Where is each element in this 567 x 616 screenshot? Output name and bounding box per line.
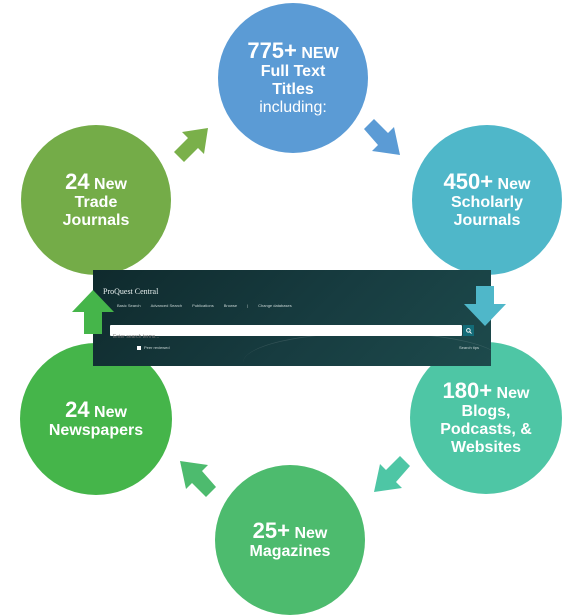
newspapers-count: 24 [65, 396, 90, 422]
peer-reviewed-checkbox[interactable] [137, 345, 141, 350]
blogs-line3: Websites [451, 439, 521, 457]
magazines-new: New [294, 524, 328, 542]
circle-blogs-podcasts: 180+ New Blogs, Podcasts, & Websites [410, 342, 562, 494]
newspapers-line1: Newspapers [48, 422, 144, 440]
trade-line2: Journals [62, 212, 130, 230]
newspapers-new: New [94, 403, 127, 421]
trade-new: New [94, 175, 127, 193]
nav-browse[interactable]: Browse [223, 303, 238, 308]
scholarly-line2: Journals [453, 212, 521, 230]
trade-line1: Trade [74, 194, 118, 212]
arrow-scholarly-to-blogs-icon [464, 286, 506, 326]
full-text-count: 775+ [247, 37, 297, 63]
blogs-line2: Podcasts, & [440, 421, 532, 439]
arrow-trade-to-fulltext-icon [174, 128, 208, 162]
trade-count: 24 [65, 168, 90, 194]
full-text-line2: Titles [272, 81, 314, 99]
circle-full-text-titles: 775+ NEW Full Text Titles including: [218, 3, 368, 153]
full-text-line1: Full Text [260, 63, 326, 81]
blogs-new: New [496, 384, 530, 402]
circle-newspapers: 24 New Newspapers [20, 343, 172, 495]
search-icon [465, 327, 472, 334]
peer-reviewed-label: Peer reviewed [144, 345, 170, 350]
nav-publications[interactable]: Publications [192, 303, 214, 308]
magazines-count: 25+ [252, 517, 290, 543]
circle-trade-journals: 24 New Trade Journals [21, 125, 171, 275]
proquest-nav: Basic Search Advanced Search Publication… [117, 303, 292, 308]
peer-reviewed-option[interactable]: Peer reviewed [137, 345, 170, 350]
scholarly-new: New [497, 175, 531, 193]
search-tips-link[interactable]: Search tips [459, 345, 480, 350]
magazines-line1: Magazines [249, 543, 331, 561]
blogs-line1: Blogs, [461, 403, 511, 421]
search-box [110, 325, 462, 343]
proquest-screenshot: ProQuest Central Basic Search Advanced S… [93, 270, 491, 366]
search-button[interactable] [463, 325, 474, 336]
arrow-newspapers-to-trade-icon [72, 290, 114, 334]
search-input[interactable] [110, 331, 462, 343]
scholarly-line1: Scholarly [450, 194, 524, 212]
nav-change-databases[interactable]: Change databases [258, 303, 292, 308]
scholarly-count: 450+ [443, 168, 494, 194]
circle-magazines: 25+ New Magazines [215, 465, 365, 615]
proquest-logo: ProQuest Central [103, 287, 159, 296]
nav-advanced-search[interactable]: Advanced Search [150, 303, 183, 308]
nav-basic-search[interactable]: Basic Search [117, 303, 141, 308]
circle-scholarly-journals: 450+ New Scholarly Journals [412, 125, 562, 275]
arrow-magazines-to-newspapers-icon [180, 461, 216, 497]
arrow-fulltext-to-scholarly-icon [364, 119, 400, 155]
nav-divider: | [247, 303, 249, 308]
blogs-count: 180+ [442, 377, 493, 403]
full-text-line3: including: [259, 99, 327, 117]
arrow-blogs-to-magazines-icon [374, 456, 410, 492]
full-text-new: NEW [301, 44, 339, 62]
